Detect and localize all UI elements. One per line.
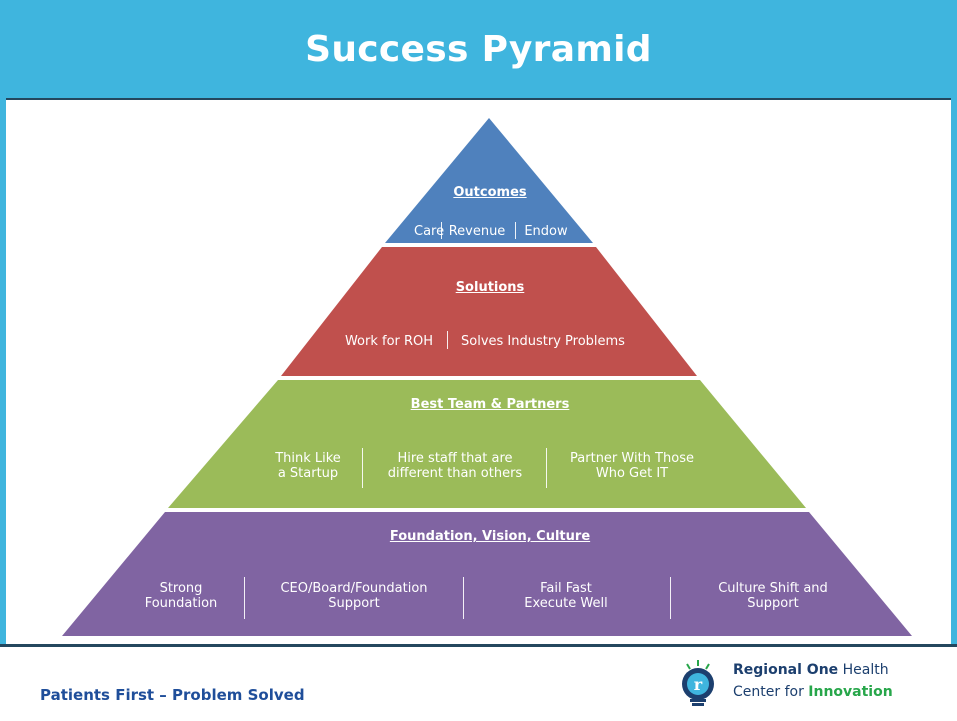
- title-bar: Success Pyramid: [0, 0, 957, 98]
- team-item-hire-line1: Hire staff that are: [397, 451, 513, 466]
- frame-left-border: [0, 98, 6, 646]
- pyramid-layer-team: [168, 380, 806, 508]
- team-item-startup-line1: Think Like: [275, 451, 341, 466]
- team-item-startup-line2: a Startup: [277, 466, 339, 481]
- separator: [463, 577, 464, 619]
- foundation-item-culture-line1: Culture Shift and: [718, 581, 828, 596]
- pyramid-layer-foundation: [62, 512, 912, 636]
- frame-bottom-line: [0, 644, 957, 647]
- outcomes-item-revenue: Revenue: [448, 224, 506, 239]
- solutions-item-industry: Solves Industry Problems: [461, 334, 625, 349]
- foundation-item-culture-line2: Support: [747, 596, 799, 611]
- solutions-title: Solutions: [455, 280, 525, 295]
- foundation-item-ceo-line1: CEO/Board/Foundation: [280, 581, 428, 596]
- pyramid-layer-solutions: [281, 247, 697, 376]
- foundation-item-strong: Strong Foundation: [126, 581, 236, 611]
- separator: [515, 222, 516, 239]
- frame-right-border: [951, 98, 957, 646]
- foundation-item-ceo-line2: Support: [328, 596, 380, 611]
- team-item-partner-line1: Partner With Those: [570, 451, 694, 466]
- separator: [244, 577, 245, 619]
- footer-tagline: Patients First – Problem Solved: [40, 686, 305, 704]
- separator: [362, 448, 363, 488]
- foundation-item-strong-line2: Foundation: [144, 596, 218, 611]
- foundation-item-culture: Culture Shift and Support: [680, 581, 866, 611]
- team-item-startup: Think Like a Startup: [260, 451, 356, 481]
- pyramid-layer-outcomes: [385, 118, 593, 243]
- separator: [441, 222, 442, 239]
- regional-one-logo: r Regional One Health Center for Innovat…: [678, 656, 938, 716]
- lightbulb-icon: r: [682, 660, 714, 706]
- team-item-partner: Partner With Those Who Get IT: [552, 451, 712, 481]
- foundation-item-fail-fast-line1: Fail Fast: [540, 581, 592, 596]
- separator: [447, 331, 448, 349]
- team-title: Best Team & Partners: [410, 397, 570, 412]
- team-item-hire-line2: different than others: [387, 466, 523, 481]
- foundation-item-fail-fast: Fail Fast Execute Well: [480, 581, 652, 611]
- foundation-title: Foundation, Vision, Culture: [389, 529, 591, 544]
- outcomes-item-endow: Endow: [524, 224, 568, 239]
- slide-title: Success Pyramid: [305, 28, 652, 70]
- foundation-item-ceo: CEO/Board/Foundation Support: [252, 581, 456, 611]
- logo-letter: r: [694, 675, 703, 694]
- outcomes-title: Outcomes: [453, 185, 527, 200]
- solutions-item-work-for-roh: Work for ROH: [344, 334, 434, 349]
- outcomes-item-care: Care: [414, 224, 445, 239]
- foundation-item-strong-line1: Strong: [159, 581, 203, 596]
- separator: [546, 448, 547, 488]
- logo-line-2: Center for Innovation: [733, 684, 893, 700]
- frame-top-line: [0, 98, 957, 100]
- team-item-hire: Hire staff that are different than other…: [370, 451, 540, 481]
- foundation-item-fail-fast-line2: Execute Well: [524, 596, 608, 611]
- logo-line-1: Regional One Health: [733, 662, 889, 678]
- separator: [670, 577, 671, 619]
- team-item-partner-line2: Who Get IT: [595, 466, 669, 481]
